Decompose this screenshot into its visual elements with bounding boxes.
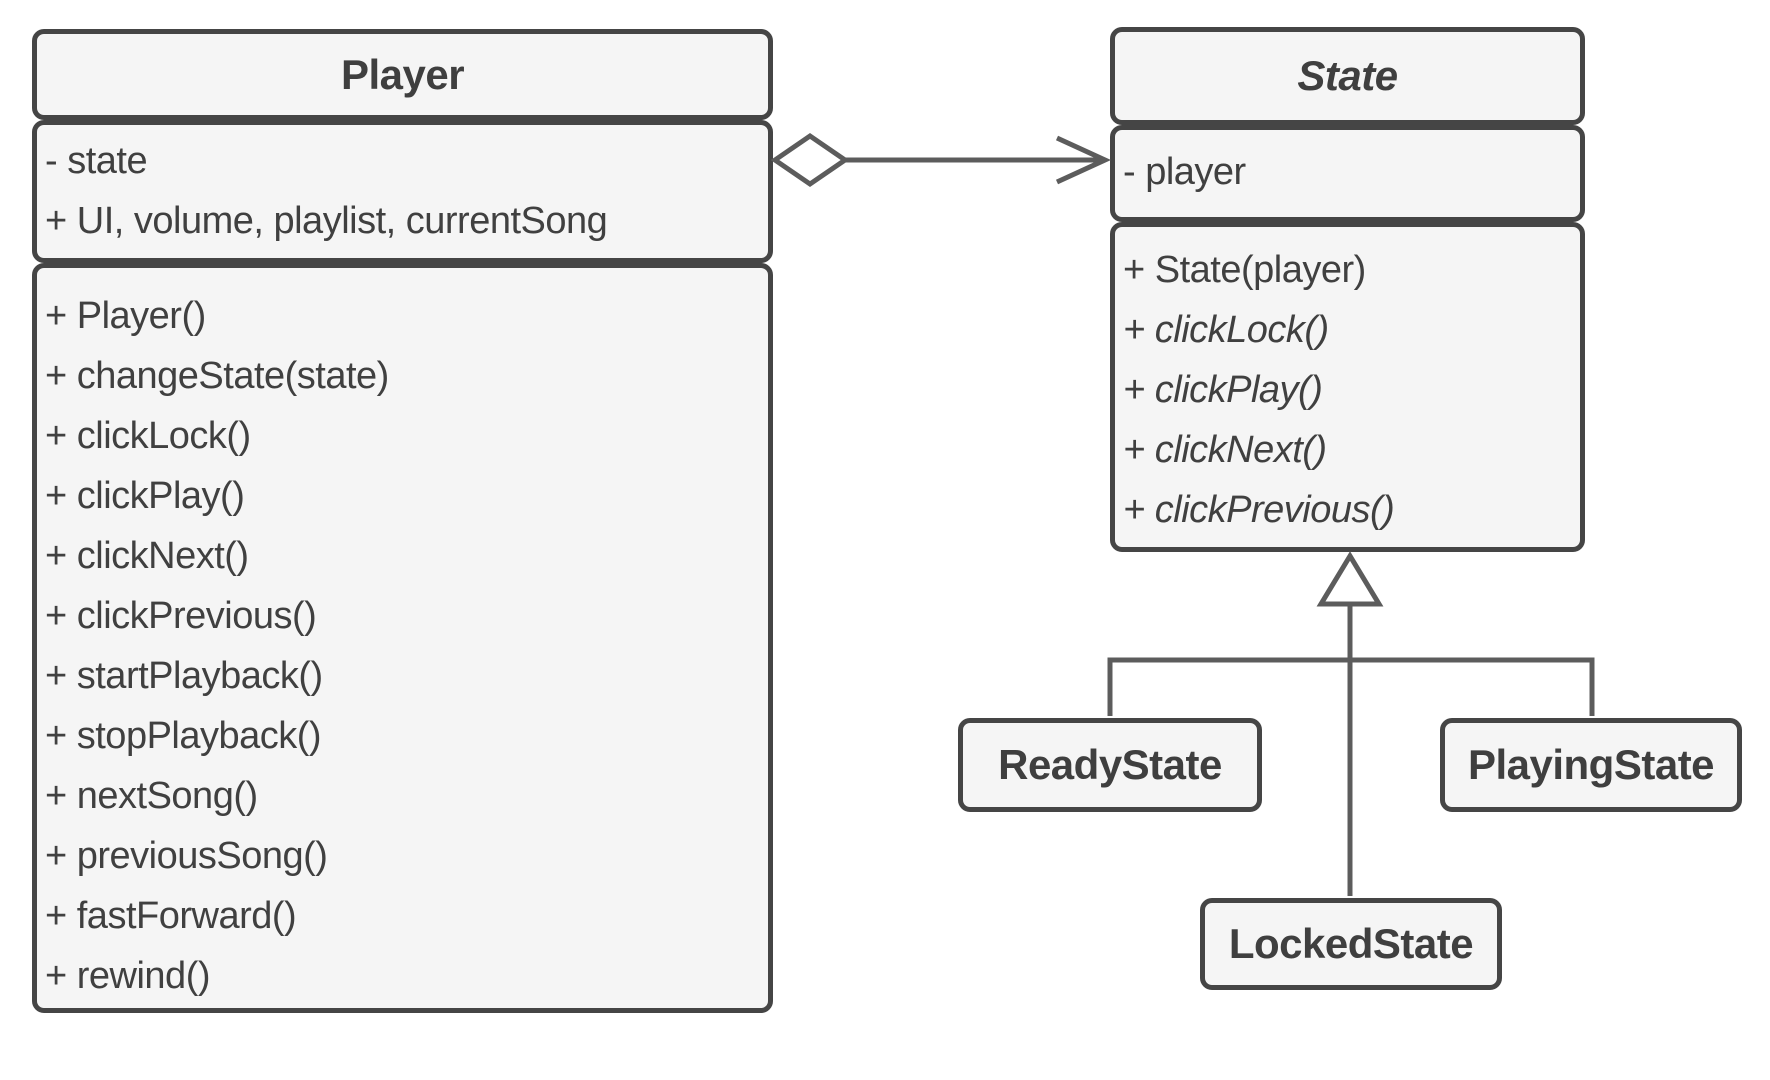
method-row: + startPlayback() (45, 655, 323, 697)
class-readystate: ReadyState (958, 718, 1262, 812)
aggregation-diamond-icon (770, 132, 850, 188)
class-name-label: ReadyState (998, 741, 1222, 788)
class-state-attributes: - player (1110, 125, 1585, 222)
class-player: Player - state + UI, volume, playlist, cu… (32, 29, 773, 1013)
method-row: + clickNext() (45, 535, 249, 577)
inheritance-branch-line (1107, 657, 1595, 716)
method-row: + clickPlay() (45, 475, 245, 517)
method-row: + Player() (45, 295, 206, 337)
inheritance-triangle-icon (1316, 551, 1384, 607)
method-row: + nextSong() (45, 775, 258, 817)
method-row: + previousSong() (45, 835, 328, 877)
class-name-label: Player (340, 50, 465, 98)
class-state-methods: + State(player) + clickLock() + clickPlay(… (1110, 222, 1585, 552)
method-row: + clickPlay() (1123, 369, 1323, 411)
class-playingstate: PlayingState (1440, 718, 1742, 812)
method-row: + clickNext() (1123, 429, 1327, 471)
class-player-title: Player (32, 29, 773, 120)
class-state-title: State (1110, 27, 1585, 125)
method-row: + rewind() (45, 955, 211, 997)
method-row: + fastForward() (45, 895, 297, 937)
class-lockedstate: LockedState (1200, 898, 1502, 990)
class-player-methods: + Player() + changeState(state) + clickLoc… (32, 263, 773, 1013)
class-player-attributes: - state + UI, volume, playlist, currentSo… (32, 120, 773, 263)
attribute-row: + UI, volume, playlist, currentSong (45, 200, 608, 242)
class-state: State - player + State(player) + clickLoc… (1110, 27, 1585, 552)
class-name-label: LockedState (1228, 920, 1474, 967)
method-row: + State(player) (1123, 249, 1366, 291)
class-name-label: State (1297, 52, 1398, 99)
attribute-row: - state (45, 140, 148, 182)
method-row: + clickLock() (1123, 309, 1329, 351)
method-row: + clickLock() (45, 415, 251, 457)
class-name-label: PlayingState (1467, 741, 1715, 788)
method-row: + changeState(state) (45, 355, 389, 397)
arrowhead-icon (1055, 135, 1112, 185)
attribute-row: - player (1123, 151, 1246, 193)
method-row: + stopPlayback() (45, 715, 322, 757)
method-row: + clickPrevious() (1123, 489, 1395, 531)
method-row: + clickPrevious() (45, 595, 317, 637)
